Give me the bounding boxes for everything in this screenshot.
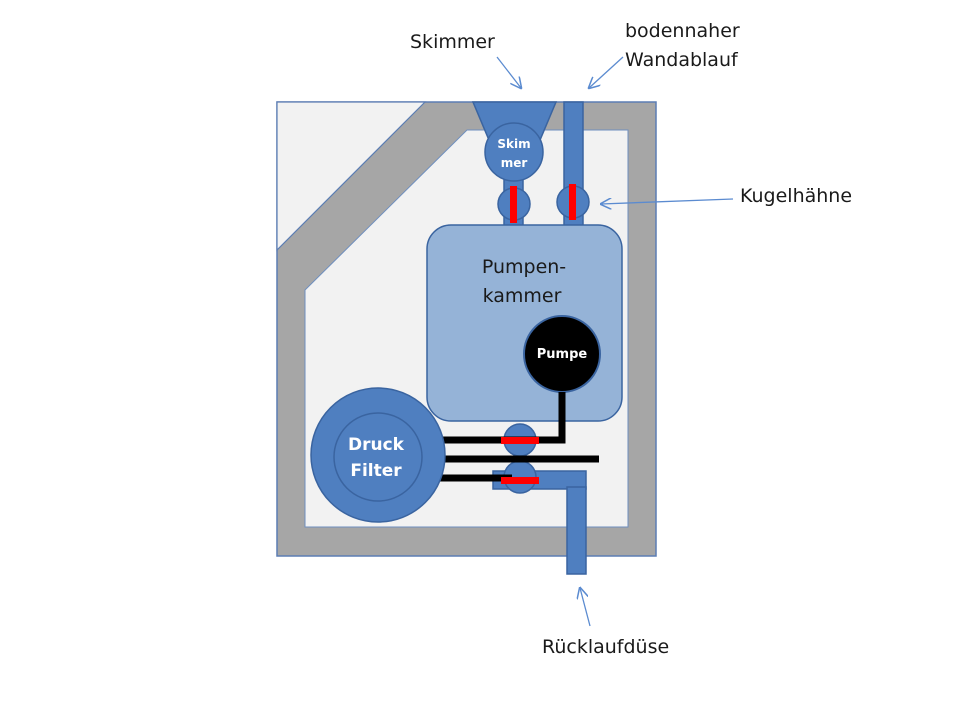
drain-valve-handle (569, 184, 576, 220)
wall-drain-callout-1: bodennaher (625, 20, 740, 42)
pump-outlet-valve-handle (501, 437, 539, 444)
pump-to-filter-pipe (413, 392, 566, 444)
return-nozzle-arrow (580, 588, 591, 627)
skimmer-body (484, 122, 544, 182)
wall-drain-callout-2: Wandablauf (625, 49, 739, 71)
pump-chamber (426, 224, 623, 422)
return-nozzle-callout: Rücklaufdüse (542, 636, 669, 658)
wall-drain-arrow (589, 56, 624, 88)
skimmer-label-2: mer (501, 156, 528, 170)
pump-chamber-label-1: Pumpen- (482, 256, 566, 278)
pressure-filter-label-2: Filter (350, 461, 402, 481)
ball-valves-arrow (601, 199, 734, 204)
pump-chamber-label-2: kammer (483, 285, 562, 307)
skimmer-arrow (496, 56, 521, 88)
pump-label: Pumpe (537, 347, 588, 362)
skimmer-callout: Skimmer (410, 31, 495, 53)
pressure-filter-inner (333, 412, 423, 502)
ball-valves-callout: Kugelhähne (740, 185, 852, 207)
skimmer-valve-handle (510, 186, 517, 223)
return-nozzle-pipe (566, 486, 587, 575)
return-valve-handle (501, 477, 539, 484)
skimmer-label-1: Skim (497, 137, 530, 151)
pressure-filter-label-1: Druck (348, 435, 405, 455)
housing-cut-corner (276, 101, 427, 252)
